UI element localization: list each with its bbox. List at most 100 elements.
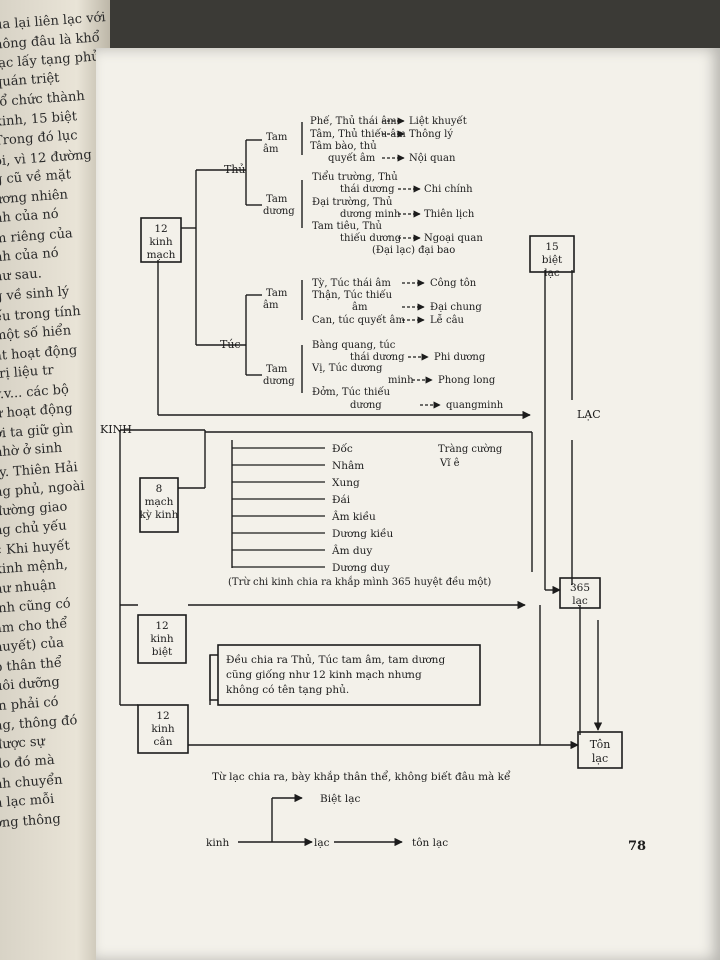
yin-label: Tam [266,132,288,143]
left-page-line: huyết) của [0,635,65,656]
eight-vessel-name: Xung [332,477,360,489]
left-page-line: inh cũng có [0,596,72,617]
left-page-line: ua lại liên lạc với [0,10,107,33]
left-page-line: ng, thông đó [0,713,78,734]
eight-vessel-name: Dương duy [332,562,390,574]
left-page-line: kinh mệnh, [0,557,69,578]
box-15-biet-lac [529,235,575,273]
eight-vessel-name: Đái [332,494,351,506]
hand-yin-channel: Tâm bào, thủ [310,141,377,152]
box-label: kinh [150,633,173,645]
flow-biet-lac: Biệt lạc [320,793,360,805]
yang-label: Tam [266,364,288,375]
box-label: lạc [544,267,560,279]
box-365-lac [559,577,601,609]
left-page-line: ự hoạt động [0,401,74,422]
yin-label: âm [263,300,279,311]
box-label: mạch [145,496,174,508]
box-label: biệt [152,646,173,658]
box-label: 12 [154,223,167,235]
eight-vessel-name: Âm kiều [331,509,376,523]
left-page-line: được sự [0,733,46,753]
divergent-note-line: cũng giống như 12 kinh mạch nhưng [226,668,422,681]
eight-vessel-name: Âm duy [331,543,372,557]
yang-label: Tam [266,194,288,205]
left-page-line: ói, vì 12 đường [0,147,93,169]
left-page-line: nhờ ở sinh [0,440,63,461]
hand-yang-channel: Tiểu trường, Thủ [312,171,398,183]
yang-label: dương [263,376,295,387]
box-12-kinh-biet [137,614,187,664]
foot-yang-channel: dương [350,400,382,411]
hand-yin-point: Nội quan [409,153,456,164]
hand-yin-point: Liệt khuyết [409,116,467,127]
left-page-line: ời ta giữ gìn [0,420,74,442]
hand-yin-channel: quyết âm [328,153,376,164]
connector-lines [119,122,603,847]
hand-yin-channel: Phế, Thủ thái âm [310,116,397,127]
foot-yang-point: quangminh [446,400,504,411]
foot-label: Túc [220,338,241,351]
left-page-line: tổ chức thành [0,88,86,111]
foot-yin-channel: Can, túc quyết âm [312,315,405,326]
hand-yang-channel: dương minh [340,209,401,220]
foot-yang-point: Phi dương [434,352,486,363]
eight-vessel-lines [232,447,325,568]
foot-yang-channel: Vị, Túc dương [311,363,383,374]
eight-vessel-note: Tràng cường [438,444,503,455]
left-page-line: ương nhiên [0,186,69,208]
eight-vessel-name: Nhâm [332,460,364,472]
box-label: 8 [156,483,163,495]
page-number: 78 [628,839,646,854]
left-page-line: quán triệt [0,70,60,90]
foot-yin-channel: âm [352,302,368,313]
left-page-line: h lạc mỗi [0,791,55,812]
divergent-note-frame [217,644,481,706]
yin-label: âm [263,144,279,155]
box-label: 15 [545,241,558,253]
left-page-line: ng chủ yếu [0,518,68,539]
box-8-mach-ky-kinh [139,477,179,533]
foot-yang-channel: thái dương [350,352,405,363]
left-page-line: đường giao [0,498,68,520]
hand-yang-channel: Đại trường, Thủ [312,197,393,208]
box-label: cân [154,736,173,748]
left-page-line: kinh, 15 biệt [0,108,78,130]
box-label: lạc [572,595,588,607]
eight-vessel-note: Vĩ ê [439,458,460,469]
left-page-line: hư nhuận [0,577,57,597]
left-page-line: « Khi huyết [0,537,71,559]
box-label: 12 [156,710,169,722]
foot-yin-point: Đại chung [430,302,482,313]
divergent-note-line: Đều chia ra Thủ, Túc tam âm, tam dương [226,653,445,666]
hand-yang-point: Ngoại quan [424,233,483,244]
box-label: 12 [155,620,168,632]
eight-vessel-caption: (Trừ chi kinh chia ra khắp mình 365 huyệ… [228,576,491,588]
hand-yin-point: Thông lý [409,129,453,140]
root-label-kinh: KINH [100,423,132,436]
foot-yang-channel: Đởm, Túc thiếu [312,387,391,398]
left-page-line: nh chuyển [0,772,64,792]
left-page-line: in phải có [0,694,59,714]
yang-label: dương [263,206,295,217]
big-spleen-collateral: (Đại lạc) đại bao [372,245,455,256]
box-label: biệt [542,254,563,266]
left-page-line: hông đâu là khổ [0,29,101,53]
flow-kinh: kinh [206,837,229,849]
flow-ton-lac: tôn lạc [412,837,448,849]
left-page-line: nh của nó [0,245,60,266]
box-label: kỳ kinh [140,508,179,521]
box-12-kinh-can [137,704,189,754]
left-page-line: g về sinh lý [0,284,70,305]
left-page-line: do đó mà [0,752,56,773]
hand-label: Thủ [224,163,246,176]
left-page-line: nh của nó [0,206,60,227]
left-page-line: g cũ về mặt [0,167,72,188]
flow-lac: lạc [314,837,330,849]
foot-yin-point: Lễ câu [430,314,465,326]
foot-yin-channel: Thận, Túc thiếu [312,290,393,301]
box-label: kinh [151,723,174,735]
